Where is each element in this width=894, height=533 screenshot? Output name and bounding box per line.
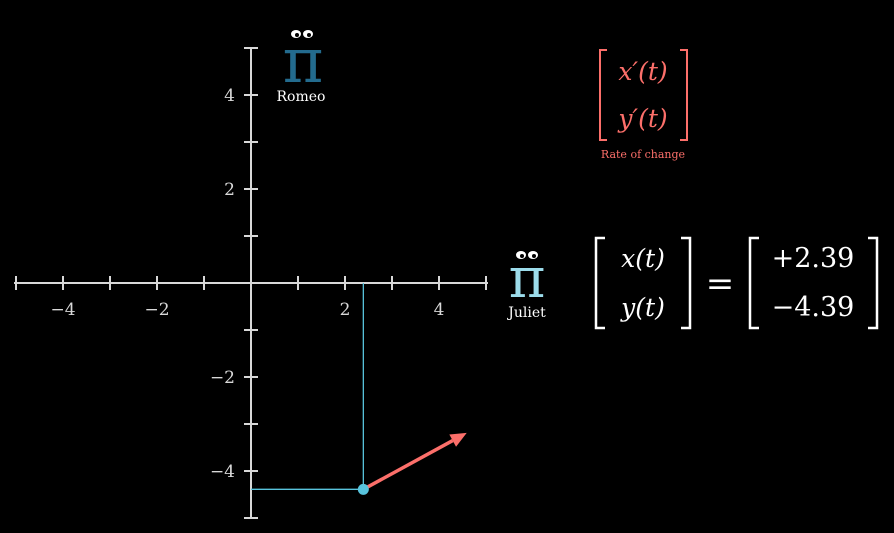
state-left-bracket bbox=[594, 236, 605, 330]
value-top-entry: +2.39 bbox=[772, 243, 855, 274]
romeo-pi-icon: π bbox=[283, 24, 324, 97]
rate-right-bracket bbox=[680, 49, 688, 141]
juliet-label: Juliet bbox=[506, 305, 546, 321]
value-left-bracket bbox=[748, 236, 759, 330]
romeo-eyes-icon bbox=[291, 30, 313, 38]
value-bottom-entry: −4.39 bbox=[772, 292, 855, 323]
x-tick-label: 2 bbox=[340, 300, 351, 320]
state-top-entry: x(t) bbox=[621, 244, 665, 273]
tick-labels: −4 −2 2 4 4 2 −2 −4 bbox=[50, 86, 444, 482]
equals-sign: = bbox=[706, 264, 735, 304]
velocity-arrow-head bbox=[449, 432, 467, 447]
state-vector-equation: x(t) y(t) = +2.39 −4.39 bbox=[594, 236, 879, 330]
rate-of-change-matrix: x′(t) y′(t) Rate of change bbox=[599, 49, 688, 161]
x-tick-label: 4 bbox=[434, 300, 445, 320]
x-tick-label: −2 bbox=[144, 300, 169, 320]
state-point bbox=[357, 483, 369, 495]
y-tick-label: 4 bbox=[224, 86, 235, 106]
x-tick-label: −4 bbox=[50, 300, 75, 320]
juliet-character: π Juliet bbox=[506, 246, 546, 321]
rate-bottom-entry: y′(t) bbox=[617, 104, 667, 133]
y-tick-label: −2 bbox=[210, 368, 235, 388]
y-tick-label: 2 bbox=[224, 180, 235, 200]
romeo-character: π Romeo bbox=[277, 24, 326, 105]
rate-caption: Rate of change bbox=[601, 148, 685, 161]
y-tick-label: −4 bbox=[210, 462, 235, 482]
state-bottom-entry: y(t) bbox=[620, 293, 665, 322]
rate-left-bracket bbox=[599, 49, 607, 141]
juliet-pi-icon: π bbox=[509, 246, 546, 311]
velocity-arrow-shaft bbox=[362, 439, 454, 491]
axes bbox=[14, 47, 488, 519]
state-right-bracket bbox=[681, 236, 692, 330]
juliet-eyes-icon bbox=[516, 251, 538, 259]
projection-lines bbox=[251, 283, 364, 490]
romeo-label: Romeo bbox=[277, 89, 326, 105]
velocity-vector bbox=[357, 432, 467, 495]
rate-top-entry: x′(t) bbox=[618, 57, 667, 86]
value-right-bracket bbox=[868, 236, 879, 330]
